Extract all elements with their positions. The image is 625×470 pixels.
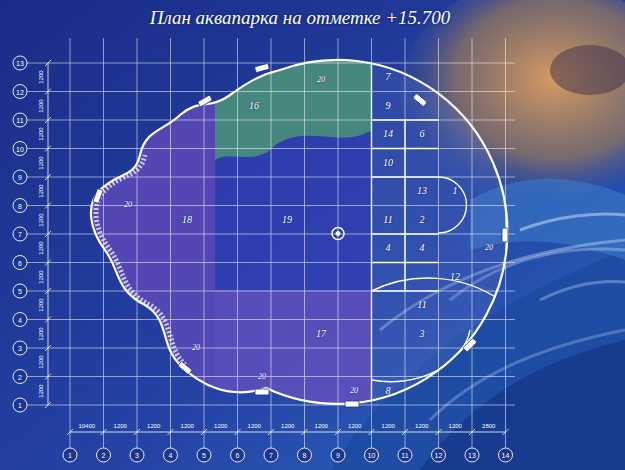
axis-number: 1 xyxy=(18,402,22,409)
plan-zones xyxy=(60,40,532,440)
door-number: 20 xyxy=(350,387,358,395)
axis-number: 10 xyxy=(368,452,376,459)
plan-outline xyxy=(91,60,507,404)
axis-number: 1 xyxy=(68,452,72,459)
dimension: 2800 xyxy=(482,423,495,429)
room-number: 2 xyxy=(420,215,425,225)
dimension: 1200 xyxy=(248,423,261,429)
dimension: 1200 xyxy=(449,423,462,429)
door-number: 20 xyxy=(124,201,132,209)
dimension: 1200 xyxy=(281,423,294,429)
dimension: 10400 xyxy=(78,423,95,429)
axis-grid xyxy=(27,38,515,448)
dimension: 1200 xyxy=(315,423,328,429)
room-number: 11 xyxy=(383,215,392,225)
room-number: 16 xyxy=(249,101,259,111)
room-number: 4 xyxy=(386,243,391,253)
dimension: 1200 xyxy=(38,156,44,169)
room-number: 14 xyxy=(383,129,393,139)
axis-number: 9 xyxy=(18,174,22,181)
dimension: 1200 xyxy=(38,299,44,312)
door-number: 20 xyxy=(485,244,493,252)
axis-number: 8 xyxy=(18,202,22,209)
dimension: 1200 xyxy=(38,356,44,369)
door-number: 20 xyxy=(192,344,200,352)
door-symbols xyxy=(93,63,508,407)
dimension: 1200 xyxy=(38,71,44,84)
dimension: 1200 xyxy=(38,270,44,283)
axis-number: 2 xyxy=(18,373,22,380)
axis-number: 8 xyxy=(303,452,307,459)
axis-number: 9 xyxy=(336,452,340,459)
axis-number: 12 xyxy=(435,452,443,459)
axis-number: 3 xyxy=(135,452,139,459)
outline-band xyxy=(96,155,185,365)
dimension: 1200 xyxy=(38,213,44,226)
dimension: 1200 xyxy=(38,128,44,141)
room-number: 19 xyxy=(282,215,292,225)
room-number: 17 xyxy=(316,329,326,339)
dimension: 1200 xyxy=(38,99,44,112)
axis-bubbles xyxy=(13,56,513,462)
center-marker xyxy=(332,228,344,240)
dimension: 1200 xyxy=(181,423,194,429)
dimension: 1200 xyxy=(38,384,44,397)
room-number: 9 xyxy=(386,101,391,111)
room-number: 8 xyxy=(386,386,391,396)
axis-number: 3 xyxy=(18,345,22,352)
plan-title: План аквапарка на отметке +15.700 xyxy=(150,8,451,27)
axis-number: 5 xyxy=(202,452,206,459)
dimension: 1200 xyxy=(114,423,127,429)
door-number: 20 xyxy=(317,76,325,84)
room-number: 7 xyxy=(386,72,391,82)
axis-number: 4 xyxy=(169,452,173,459)
room-number: 11 xyxy=(417,300,426,310)
axis-number: 7 xyxy=(269,452,273,459)
axis-number: 14 xyxy=(502,452,510,459)
dimension: 1200 xyxy=(214,423,227,429)
axis-number: 5 xyxy=(18,288,22,295)
room-number: 1 xyxy=(453,186,458,196)
door-number: 20 xyxy=(258,373,266,381)
axis-number: 6 xyxy=(18,259,22,266)
room-partitions xyxy=(372,40,501,420)
room-number: 6 xyxy=(420,129,425,139)
room-number: 18 xyxy=(182,215,192,225)
dimension: 1200 xyxy=(38,185,44,198)
dimension-lines xyxy=(45,60,509,435)
dimension: 1200 xyxy=(348,423,361,429)
room-number: 12 xyxy=(450,272,460,282)
dimension: 1200 xyxy=(382,423,395,429)
room-number: 3 xyxy=(420,329,425,339)
axis-number: 10 xyxy=(16,145,24,152)
axis-number: 13 xyxy=(468,452,476,459)
axis-number: 2 xyxy=(102,452,106,459)
dimension: 1200 xyxy=(415,423,428,429)
cloud xyxy=(550,45,625,95)
axis-number: 6 xyxy=(236,452,240,459)
axis-number: 13 xyxy=(16,60,24,67)
room-number: 13 xyxy=(417,186,427,196)
axis-number: 11 xyxy=(401,452,408,459)
dimension: 1200 xyxy=(38,242,44,255)
dimension: 1200 xyxy=(38,327,44,340)
axis-number: 7 xyxy=(18,231,22,238)
axis-number: 11 xyxy=(16,117,23,124)
axis-number: 12 xyxy=(16,88,24,95)
dimension: 1200 xyxy=(147,423,160,429)
room-number: 10 xyxy=(383,158,393,168)
room-number: 4 xyxy=(420,243,425,253)
axis-number: 4 xyxy=(18,316,22,323)
